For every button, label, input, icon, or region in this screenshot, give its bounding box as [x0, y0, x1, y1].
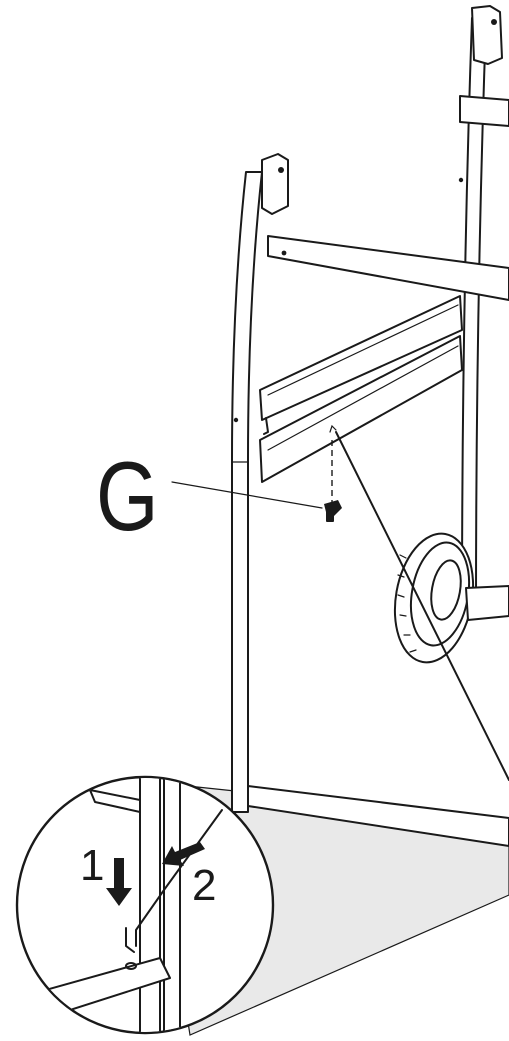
- upper-side-rail: [267, 235, 509, 301]
- arrow-down-icon: [106, 858, 132, 906]
- screw-g: [324, 424, 342, 522]
- top-back-crossbar: [459, 95, 509, 127]
- arrow-diagonal-icon: [162, 842, 205, 866]
- front-left-leg: [231, 153, 289, 813]
- magnifier-detail: 1 2: [15, 775, 275, 1035]
- step-2-label: 2: [192, 861, 216, 910]
- step-1-label: 1: [80, 841, 104, 890]
- part-g-leader-line: [171, 481, 323, 509]
- part-label-g: G: [96, 441, 159, 550]
- shelf-brace: [259, 295, 463, 483]
- hook-rod: [335, 431, 509, 781]
- wheel: [393, 532, 509, 664]
- bottom-frame: [247, 785, 509, 847]
